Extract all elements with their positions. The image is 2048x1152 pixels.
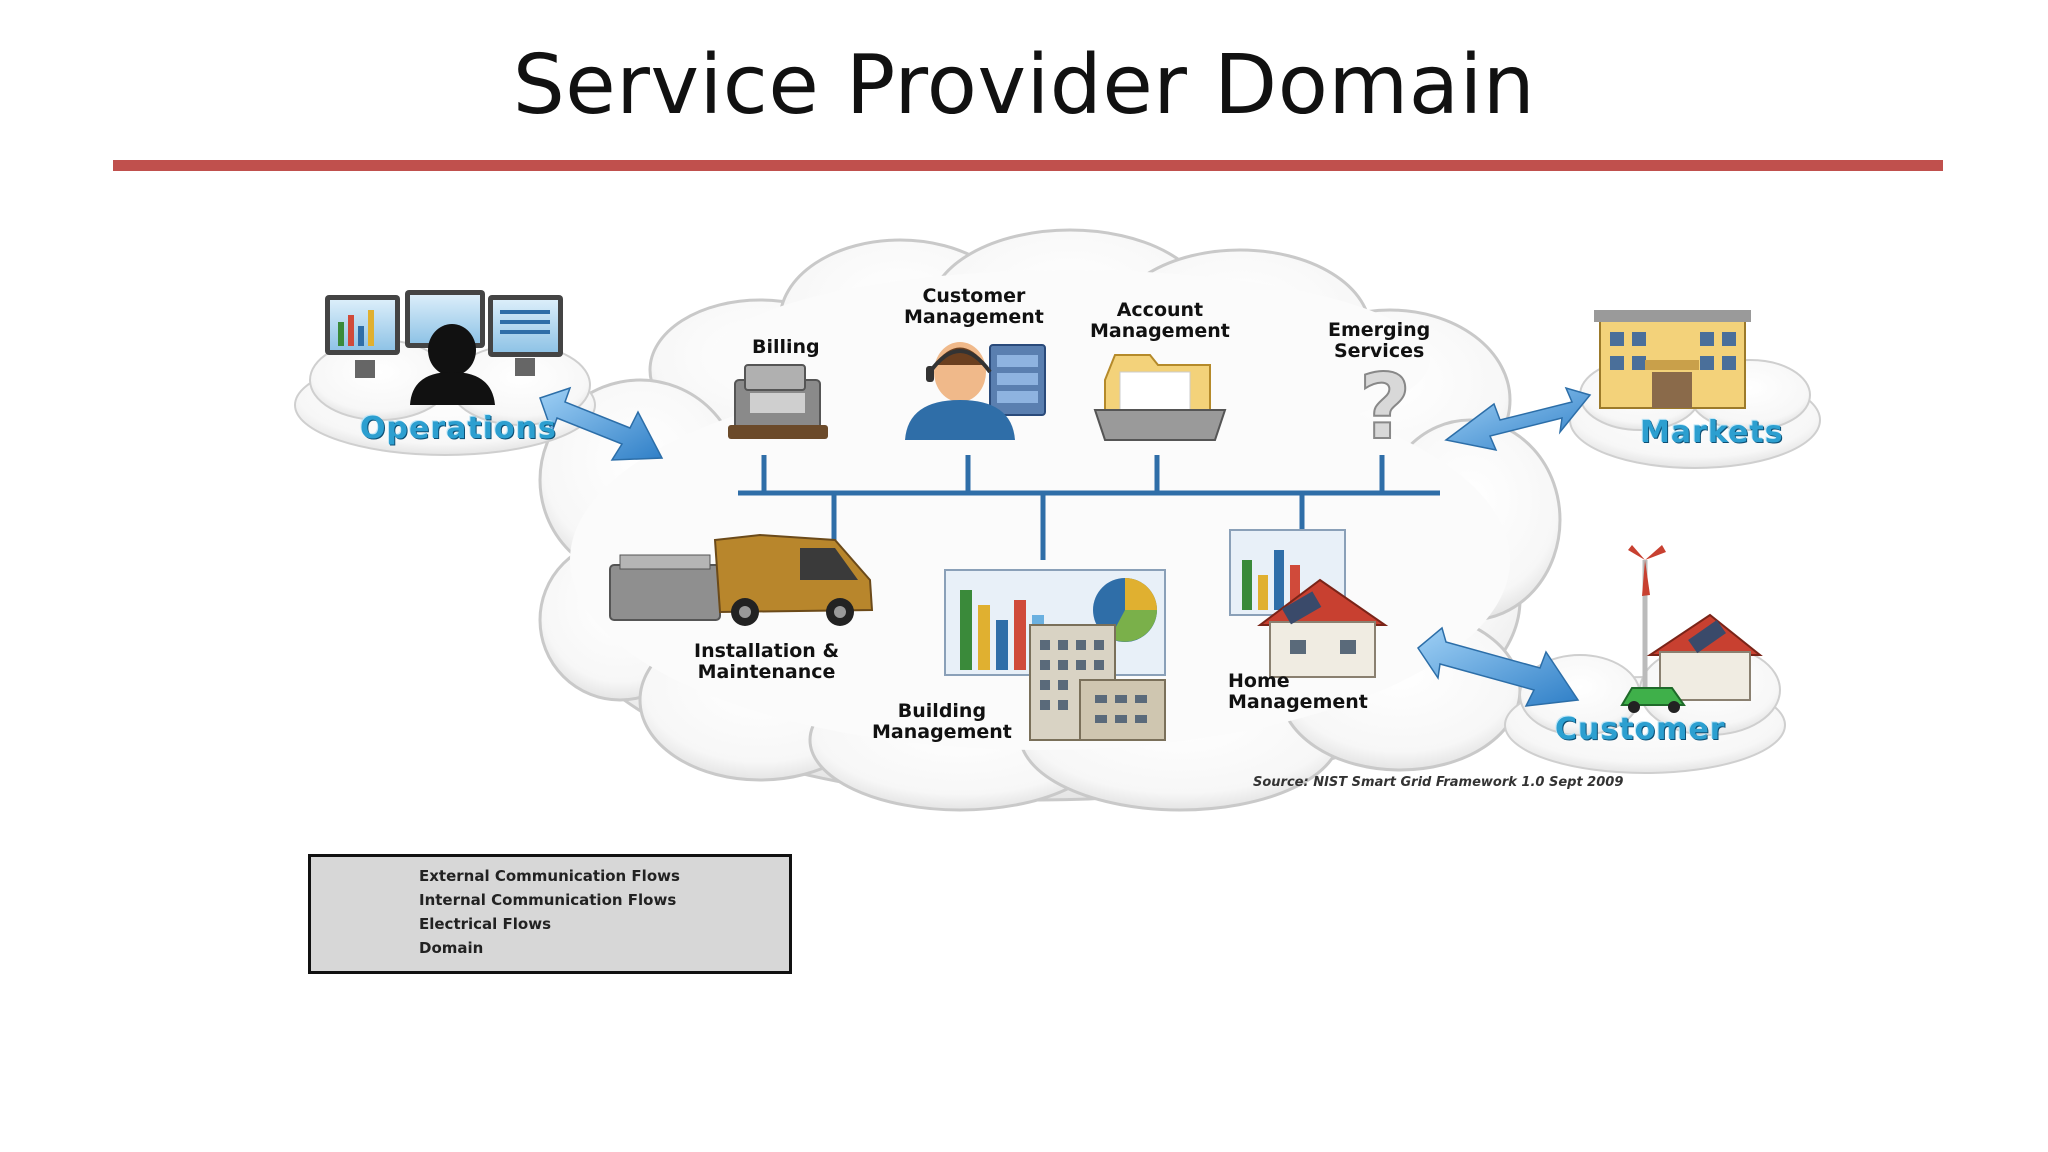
question-mark-icon: ?: [1358, 354, 1412, 461]
domain-markets-label: Markets: [1640, 415, 1784, 450]
folder-icon: [1093, 354, 1227, 441]
billing-register-icon: [728, 364, 828, 439]
legend-domain-label: Domain: [419, 939, 484, 957]
account-management-line2: Management: [1090, 320, 1230, 342]
installation-maintenance-line2: Maintenance: [697, 661, 836, 683]
home-chart-icon: [1229, 529, 1389, 678]
internal-bus: [738, 455, 1440, 560]
emerging-services-line1: Emerging: [1328, 319, 1431, 341]
installation-maintenance-line1: Installation &: [694, 640, 840, 662]
billing-label: Billing: [752, 336, 820, 358]
toolbox-van-icon: [609, 533, 874, 626]
building-management-line2: Management: [872, 721, 1012, 743]
market-building-icon: [1594, 310, 1751, 409]
markets-arrow: [1444, 386, 1592, 452]
title-underline: [113, 160, 1943, 171]
legend-external-label: External Communication Flows: [419, 867, 680, 885]
domain-operations-label: Operations: [360, 411, 557, 446]
domain-customer-label: Customer: [1555, 712, 1726, 747]
legend-box: External Communication Flows Internal Co…: [308, 854, 792, 974]
external-arrows: [539, 386, 1592, 707]
operations-arrow: [539, 386, 664, 461]
source-note: Source: NIST Smart Grid Framework 1.0 Se…: [1253, 775, 1624, 790]
account-management-label: Account Management: [1090, 300, 1230, 342]
customer-management-line2: Management: [904, 306, 1044, 328]
emerging-services-line2: Services: [1333, 340, 1425, 362]
wind-turbine-house-icon: [1620, 545, 1763, 713]
home-management-label: Home Management: [1228, 671, 1368, 713]
charts-building-icon: [944, 569, 1166, 741]
home-management-line2: Management: [1228, 691, 1368, 713]
account-management-line1: Account: [1116, 299, 1204, 321]
building-management-label: Building Management: [872, 701, 1012, 743]
legend-internal-label: Internal Communication Flows: [419, 891, 677, 909]
page-title: Service Provider Domain: [512, 38, 1536, 133]
emerging-services-label: Emerging Services: [1328, 320, 1430, 362]
installation-maintenance-label: Installation & Maintenance: [694, 641, 839, 683]
home-management-line1: Home: [1228, 670, 1290, 692]
legend-electrical-label: Electrical Flows: [419, 915, 552, 933]
customer-management-line1: Customer: [922, 285, 1026, 307]
customer-management-label: Customer Management: [904, 286, 1044, 328]
operations-monitors-icon: [325, 290, 563, 405]
building-management-line1: Building: [897, 700, 987, 722]
customer-arrow: [1417, 626, 1580, 707]
svg-text:?: ?: [1359, 355, 1411, 460]
headset-agent-icon: [905, 342, 1046, 440]
